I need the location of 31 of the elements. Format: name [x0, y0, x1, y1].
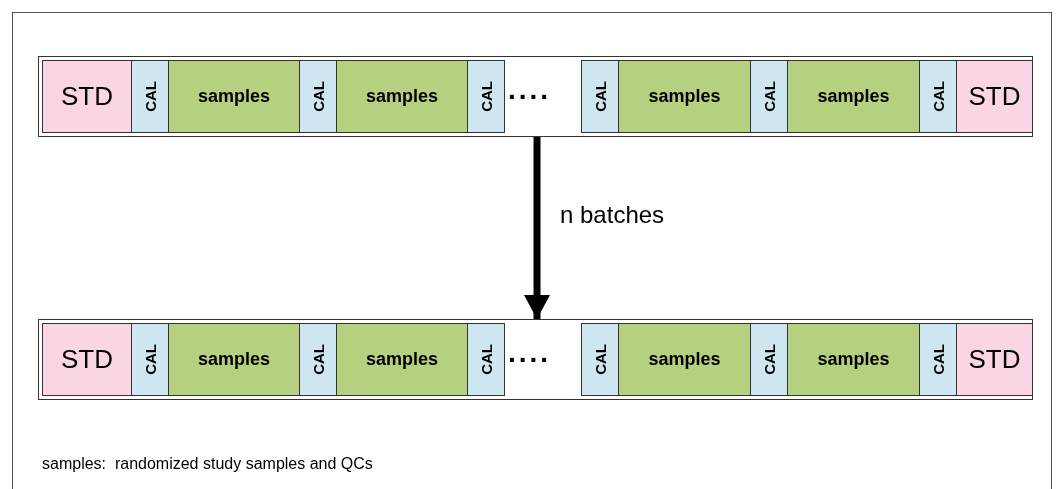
- sample-box: samples: [787, 323, 920, 396]
- sample-box: samples: [787, 60, 920, 133]
- sample-box: samples: [168, 323, 300, 396]
- standard-box: STD: [42, 60, 132, 133]
- standard-box: STD: [956, 323, 1033, 396]
- calibrator-box: CAL: [299, 60, 337, 133]
- standard-box: STD: [956, 60, 1033, 133]
- sample-box: samples: [336, 60, 468, 133]
- sample-box: samples: [168, 60, 300, 133]
- edge-label: n batches: [560, 201, 665, 229]
- standard-box: STD: [42, 323, 132, 396]
- calibrator-box: CAL: [919, 323, 957, 396]
- ellipsis: ....: [508, 337, 552, 369]
- calibrator-box: CAL: [467, 323, 505, 396]
- batch-band: [38, 56, 1033, 137]
- sample-box: samples: [618, 60, 751, 133]
- calibrator-box: CAL: [299, 323, 337, 396]
- sample-box: samples: [618, 323, 751, 396]
- ellipsis: ....: [508, 74, 552, 106]
- calibrator-box: CAL: [467, 60, 505, 133]
- calibrator-box: CAL: [131, 323, 169, 396]
- calibrator-box: CAL: [581, 60, 619, 133]
- calibrator-box: CAL: [750, 60, 788, 133]
- calibrator-box: CAL: [131, 60, 169, 133]
- arrow: [524, 137, 550, 319]
- footnote: samples: randomized study samples and QCs: [42, 455, 373, 473]
- sample-box: samples: [336, 323, 468, 396]
- batch-band: [38, 319, 1033, 400]
- calibrator-box: CAL: [581, 323, 619, 396]
- calibrator-box: CAL: [750, 323, 788, 396]
- calibrator-box: CAL: [919, 60, 957, 133]
